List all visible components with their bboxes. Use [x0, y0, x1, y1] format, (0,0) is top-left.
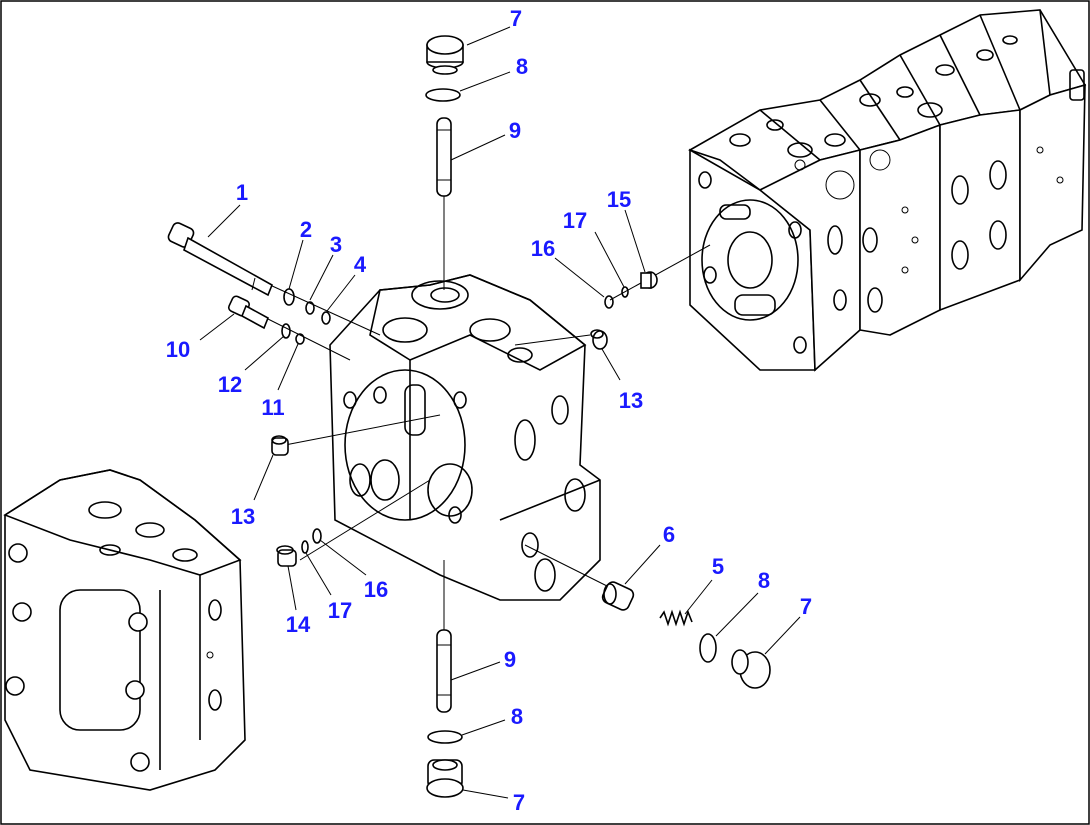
- callout-7-bottom: 7: [513, 790, 525, 815]
- plug-14: [276, 545, 297, 567]
- washer-12: [281, 323, 291, 339]
- o-ring-right: [699, 633, 717, 663]
- plug-top: [426, 35, 464, 75]
- callout-13-right: 13: [619, 388, 643, 413]
- callout-13-left: 13: [231, 504, 255, 529]
- callout-8-top: 8: [516, 54, 528, 79]
- callout-6: 6: [663, 522, 675, 547]
- callout-9-bottom: 9: [504, 647, 516, 672]
- callout-17-top: 17: [563, 208, 587, 233]
- callout-11: 11: [261, 395, 284, 420]
- callout-8-bottom: 8: [511, 704, 523, 729]
- callout-2: 2: [300, 217, 312, 242]
- callout-17-bottom: 17: [328, 598, 352, 623]
- callout-16-top: 16: [531, 236, 555, 261]
- plug-15: [640, 271, 658, 289]
- rod-top: [436, 117, 452, 197]
- washer-3: [305, 301, 315, 315]
- central-valve-block: [329, 274, 601, 601]
- spring-5: [659, 609, 693, 627]
- assembly-centerlines: [259, 190, 711, 640]
- plug-13-right: [590, 329, 608, 350]
- poppet-6: [601, 581, 635, 611]
- plug-13-left: [271, 435, 289, 456]
- bolt-long: [167, 222, 274, 297]
- callout-9-top: 9: [509, 118, 521, 143]
- callout-1: 1: [236, 180, 248, 205]
- plug-right: [731, 649, 771, 689]
- washer-17-top: [621, 286, 629, 298]
- plug-bottom: [426, 759, 464, 798]
- callout-16-bottom: 16: [364, 577, 388, 602]
- o-ring-bottom: [427, 730, 463, 744]
- washer-16-bottom: [312, 528, 322, 544]
- washer-11: [295, 333, 305, 345]
- callout-14: 14: [286, 612, 311, 637]
- callout-15: 15: [607, 187, 631, 212]
- callout-4: 4: [354, 252, 367, 277]
- valve-stack-assembly: [688, 9, 1087, 372]
- callout-10: 10: [166, 337, 190, 362]
- washer-17-bottom: [301, 540, 309, 554]
- callout-labels: 7 8 9 1 2 3 4 10 12 11 13 13 14 17 16 16…: [166, 6, 812, 815]
- rod-bottom: [436, 629, 452, 713]
- callout-7-top: 7: [510, 6, 522, 31]
- callout-12: 12: [218, 372, 242, 397]
- callout-5: 5: [712, 554, 724, 579]
- leader-lines: [199, 26, 801, 799]
- callout-8-right: 8: [758, 568, 770, 593]
- callout-7-right: 7: [800, 594, 812, 619]
- end-cover-assembly: [3, 469, 246, 791]
- washer-16-top: [604, 295, 614, 309]
- callout-3: 3: [330, 232, 342, 257]
- o-ring-top: [425, 88, 461, 102]
- bolt-short: [227, 295, 270, 330]
- washer-4: [321, 311, 331, 325]
